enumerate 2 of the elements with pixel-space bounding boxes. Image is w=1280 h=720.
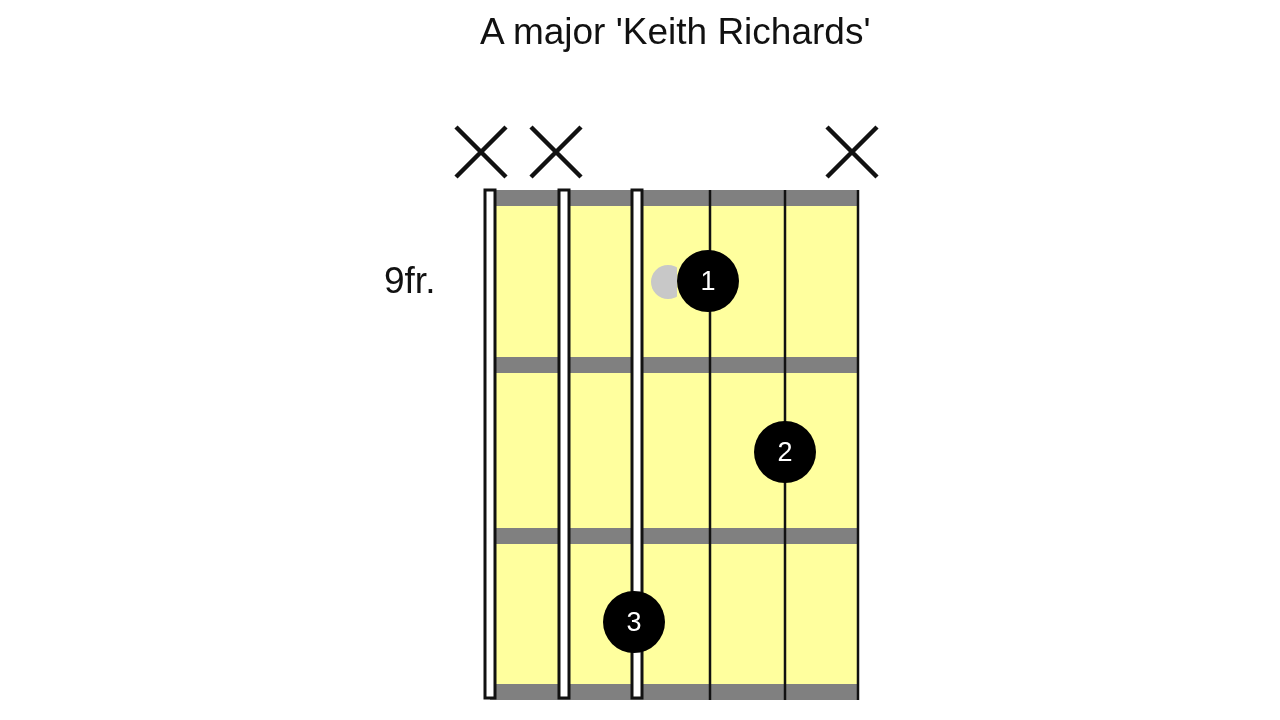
chord-title: A major 'Keith Richards' (480, 10, 871, 54)
fret-number: 9fr. (384, 259, 436, 303)
